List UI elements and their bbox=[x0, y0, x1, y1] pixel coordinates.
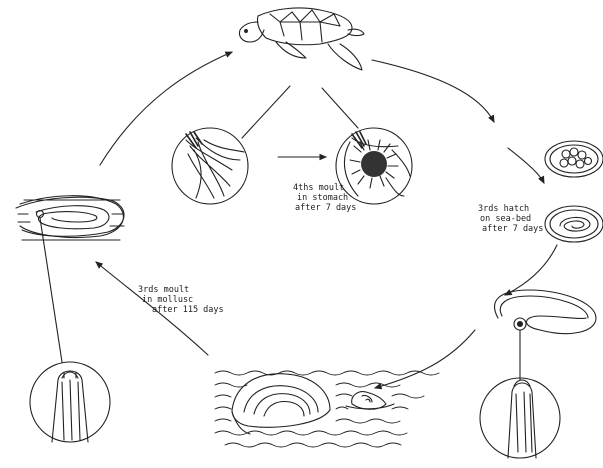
label-line: 4ths moult bbox=[293, 183, 356, 193]
arrow-eggs-to-larva bbox=[505, 245, 557, 295]
label-moult-in-mollusc: 3rds moult in mollusc after 115 days bbox=[138, 285, 224, 315]
pointer-right-inset bbox=[322, 88, 358, 128]
arrow-to-snail bbox=[375, 330, 475, 388]
arrow-turtle-to-eggs bbox=[372, 60, 494, 122]
egg-with-cells bbox=[545, 141, 603, 177]
label-line: in stomach bbox=[293, 193, 356, 203]
snail bbox=[346, 392, 394, 410]
coiled-larva bbox=[16, 196, 124, 240]
label-line: after 7 days bbox=[478, 224, 543, 234]
label-line: in mollusc bbox=[138, 295, 224, 305]
label-line: on sea-bed bbox=[478, 214, 543, 224]
turtle-illustration bbox=[239, 8, 364, 70]
larva-head-inset-left bbox=[30, 362, 110, 442]
label-line: after 7 days bbox=[293, 203, 356, 213]
label-hatch-on-seabed: 3rds hatch on sea-bed after 7 days bbox=[478, 204, 543, 234]
arrow-eggs-descending bbox=[508, 148, 544, 183]
label-line: after 115 days bbox=[138, 305, 224, 315]
pointer-left-inset bbox=[242, 86, 290, 138]
label-moult-in-stomach: 4ths moult in stomach after 7 days bbox=[293, 183, 356, 213]
arrow-larva-to-turtle bbox=[100, 52, 232, 165]
egg-with-larva bbox=[545, 206, 603, 242]
free-larva bbox=[495, 290, 596, 334]
label-line: 3rds hatch bbox=[478, 204, 543, 214]
label-line: 3rds moult bbox=[138, 285, 224, 295]
stomach-inset-left bbox=[172, 128, 248, 204]
clam-shell bbox=[232, 374, 330, 434]
larva-head-inset bbox=[480, 378, 560, 458]
